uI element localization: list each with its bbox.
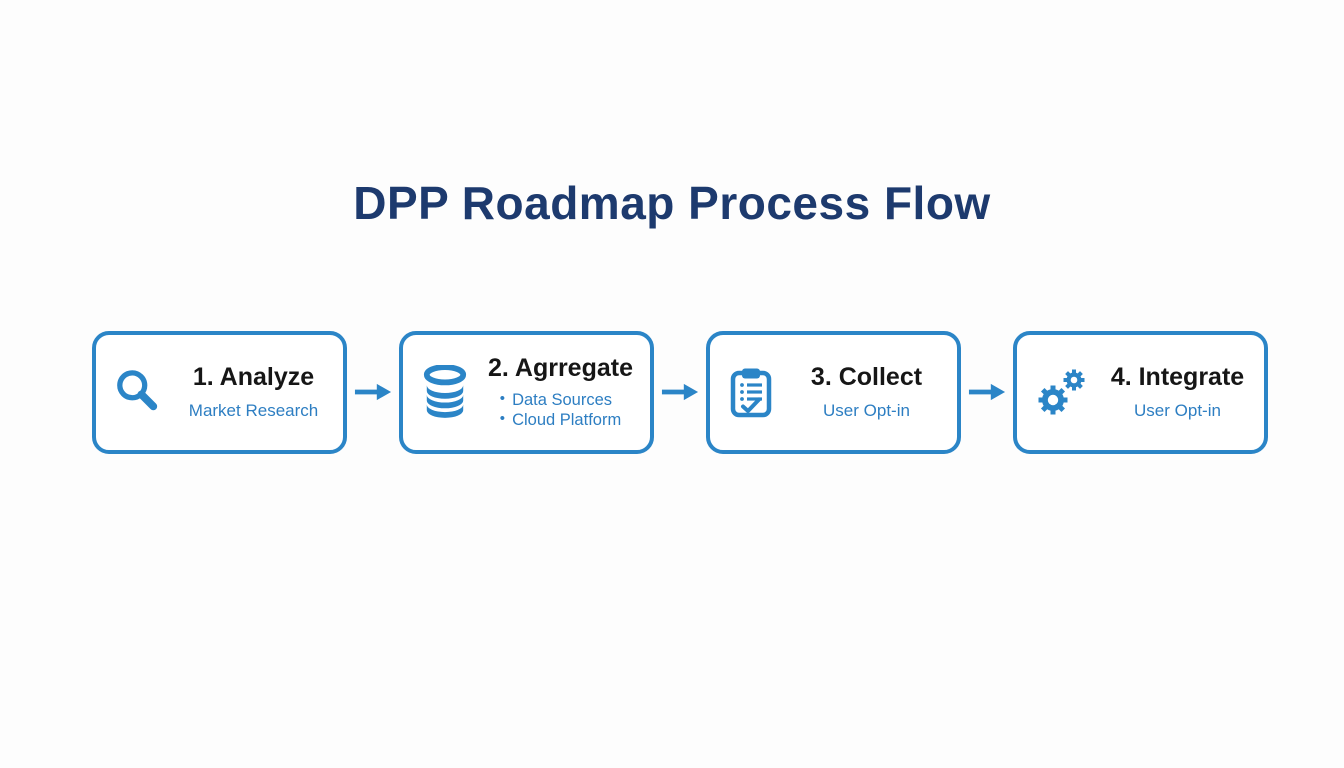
step-detail: User Opt-in bbox=[823, 401, 910, 420]
step-title: 2. Agrregate bbox=[488, 353, 633, 382]
step-title: 4. Integrate bbox=[1110, 363, 1245, 391]
gears-icon bbox=[1036, 366, 1088, 418]
bullet-marker: • bbox=[499, 389, 506, 407]
step-detail: User Opt-in bbox=[1134, 401, 1221, 420]
database-icon bbox=[422, 365, 468, 419]
step-title: 1. Analyze bbox=[192, 363, 315, 391]
flow-arrow bbox=[661, 381, 699, 403]
step-detail: Market Research bbox=[188, 401, 319, 420]
step-box-integrate: 4. Integrate User Opt-in bbox=[1013, 330, 1268, 454]
process-flow: 1. Analyze Market Research 2. Agrre bbox=[92, 330, 1268, 454]
step-detail: • Data Sources bbox=[500, 390, 621, 410]
step-box-collect: 3. Collect User Opt-in bbox=[706, 330, 961, 454]
magnifier-icon bbox=[115, 368, 161, 416]
step-box-analyze: 1. Analyze Market Research bbox=[92, 330, 347, 454]
clipboard-icon bbox=[729, 365, 773, 419]
flow-arrow bbox=[354, 381, 392, 403]
step-detail-text: Data Sources bbox=[512, 390, 613, 409]
flow-arrow bbox=[968, 381, 1006, 403]
step-box-aggregate: 2. Agrregate • Data Sources • Cloud Plat… bbox=[399, 330, 654, 454]
step-detail-list: • Data Sources • Cloud Platform bbox=[500, 390, 621, 430]
step-detail: • Cloud Platform bbox=[500, 410, 621, 430]
bullet-marker: • bbox=[499, 410, 506, 427]
step-title: 3. Collect bbox=[810, 363, 923, 391]
step-detail-text: Cloud Platform bbox=[512, 411, 622, 429]
page-title: DPP Roadmap Process Flow bbox=[353, 177, 991, 229]
